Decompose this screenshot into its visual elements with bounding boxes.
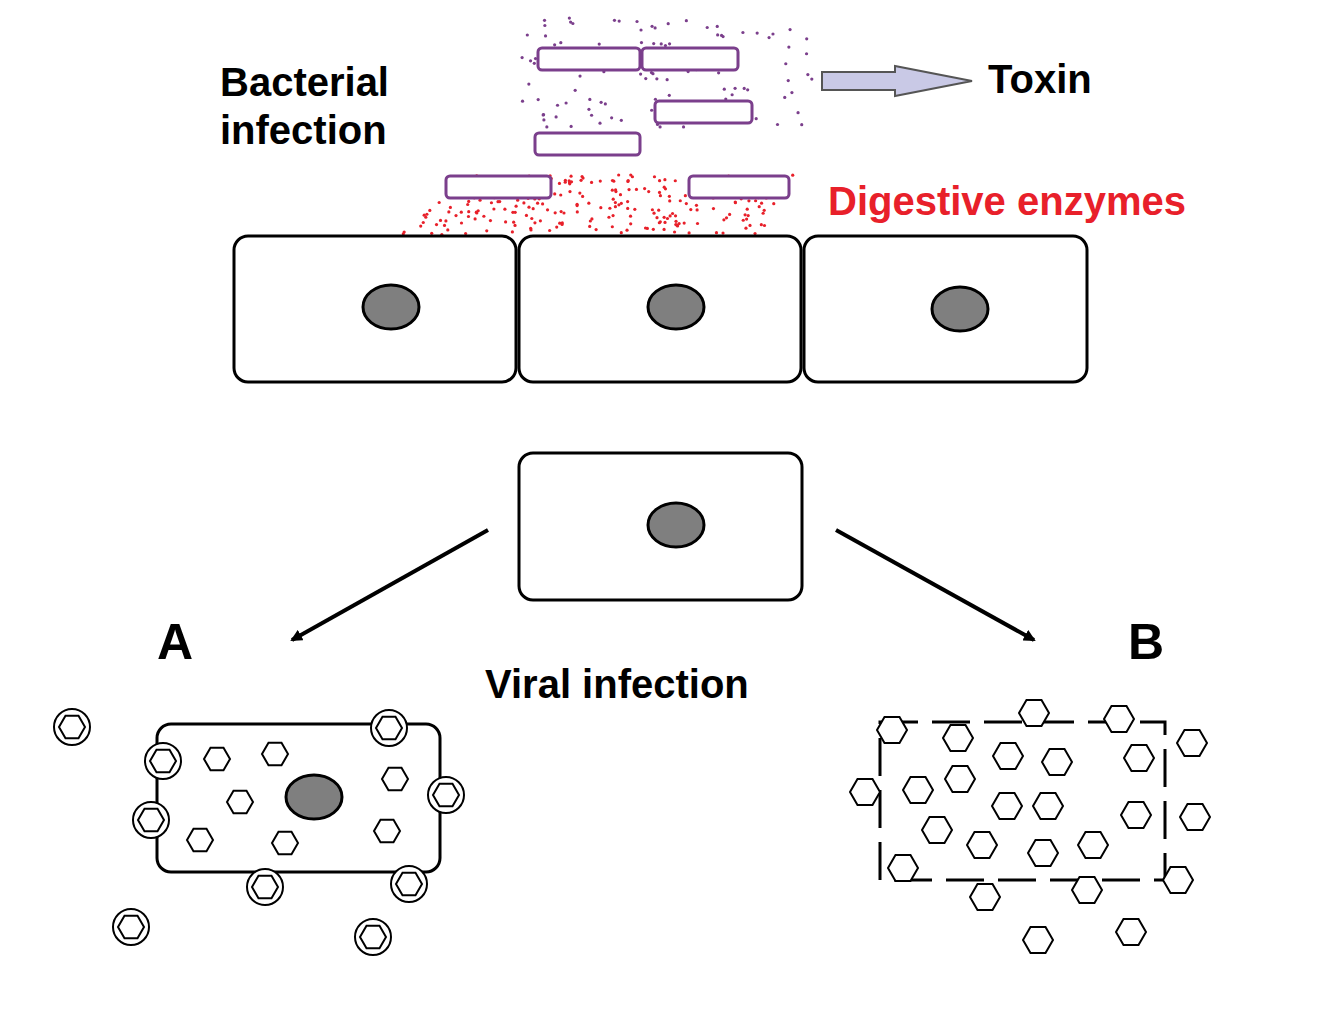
enzyme-label: Digestive enzymes	[828, 177, 1186, 225]
cells	[157, 236, 1087, 872]
group-label: Viral infection	[485, 660, 749, 708]
dots	[402, 16, 814, 236]
panel-letter: A	[157, 612, 193, 672]
group-label: Bacterial infection	[220, 58, 460, 154]
toxin-label: Toxin	[988, 55, 1092, 103]
bacteria	[446, 48, 789, 198]
arrows	[292, 530, 1034, 640]
virus-particles	[54, 700, 1210, 955]
lysed-cell	[880, 722, 1165, 880]
toxin-arrow	[822, 66, 972, 96]
nuclei	[286, 285, 988, 819]
panel-letter: B	[1128, 612, 1164, 672]
